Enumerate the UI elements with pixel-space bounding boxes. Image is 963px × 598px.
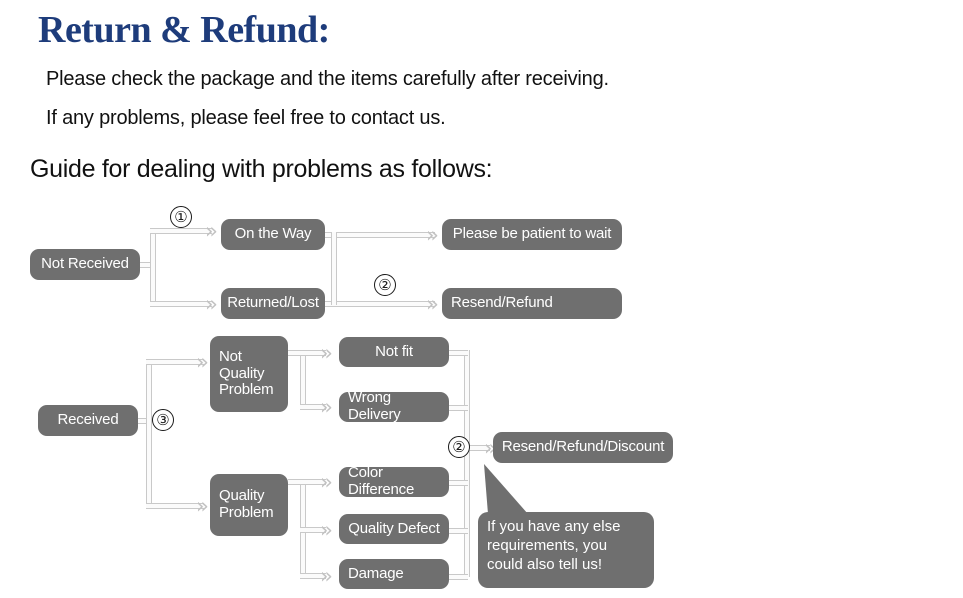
arrow-to-returned-lost: » — [205, 292, 218, 316]
connector-not-received-trunk — [140, 262, 154, 268]
node-not-quality-problem: Not Quality Problem — [210, 336, 288, 412]
connector-returned-lost-right — [325, 301, 435, 307]
node-not-received: Not Received — [30, 249, 140, 280]
arrow-to-color-difference: » — [320, 470, 333, 494]
connector-nqp-to-split — [288, 350, 304, 356]
callout-bubble: If you have any else requirements, you c… — [478, 512, 654, 588]
connector-quality-defect-collector — [449, 528, 468, 534]
callout-tail-icon — [484, 464, 528, 518]
connector-qp-to-split — [288, 479, 304, 485]
node-quality-problem: Quality Problem — [210, 474, 288, 536]
node-wrong-delivery: Wrong Delivery — [339, 389, 449, 423]
connector-collector-outcome — [464, 445, 490, 451]
node-received: Received — [38, 405, 138, 436]
connector-trunk-returned-lost — [150, 301, 212, 307]
arrow-to-damage: » — [320, 564, 333, 588]
connector-qp-damage — [300, 573, 326, 579]
connector-qp-color-difference — [300, 479, 326, 485]
step-marker-2-top: ② — [374, 274, 396, 296]
connector-top-right-bridge — [331, 232, 337, 305]
connector-on-the-way-right — [325, 232, 435, 238]
connector-trunk-on-the-way — [150, 228, 212, 234]
node-please-be-patient-to-wait: Please be patient to wait — [442, 219, 622, 250]
connector-bottom-trunk — [146, 359, 152, 507]
node-on-the-way: On the Way — [221, 219, 325, 250]
connector-wrong-delivery-collector — [449, 405, 468, 411]
connector-not-quality-problem-split — [300, 350, 306, 408]
connector-trunk-quality-problem — [146, 503, 204, 509]
node-color-difference: Color Difference — [339, 464, 449, 498]
connector-nqp-wrong-delivery — [300, 404, 326, 410]
connector-damage-collector — [449, 574, 468, 580]
connector-trunk-not-quality-problem — [146, 359, 204, 365]
arrow-to-not-fit: » — [320, 341, 333, 365]
connector-qp-quality-defect — [300, 527, 326, 533]
connector-color-difference-collector — [449, 480, 468, 486]
arrow-to-on-the-way: » — [205, 219, 218, 243]
intro-text-line-1: Please check the package and the items c… — [46, 68, 609, 90]
connector-received-trunk — [138, 418, 150, 424]
connector-top-trunk — [150, 228, 156, 305]
node-not-fit: Not fit — [339, 337, 449, 367]
node-resend-refund-discount: Resend/Refund/Discount — [493, 432, 673, 463]
node-damage: Damage — [339, 559, 449, 589]
intro-text-line-2: If any problems, please feel free to con… — [46, 107, 446, 129]
step-marker-3: ③ — [152, 409, 174, 431]
arrow-to-quality-defect: » — [320, 518, 333, 542]
arrow-to-resend-refund: » — [426, 292, 439, 316]
guide-heading: Guide for dealing with problems as follo… — [30, 155, 493, 183]
arrow-to-quality-problem: » — [196, 494, 209, 518]
arrow-to-wrong-delivery: » — [320, 395, 333, 419]
connector-not-fit-collector — [449, 350, 468, 356]
arrow-to-please-be-patient: » — [426, 223, 439, 247]
node-quality-defect: Quality Defect — [339, 514, 449, 544]
arrow-to-not-quality-problem: » — [196, 350, 209, 374]
step-marker-2-bottom: ② — [448, 436, 470, 458]
connector-reasons-collector — [464, 350, 470, 577]
node-returned-lost: Returned/Lost — [221, 288, 325, 319]
connector-nqp-not-fit — [300, 350, 326, 356]
page-title: Return & Refund: — [38, 9, 330, 51]
node-resend-refund: Resend/Refund — [442, 288, 622, 319]
step-marker-1: ① — [170, 206, 192, 228]
